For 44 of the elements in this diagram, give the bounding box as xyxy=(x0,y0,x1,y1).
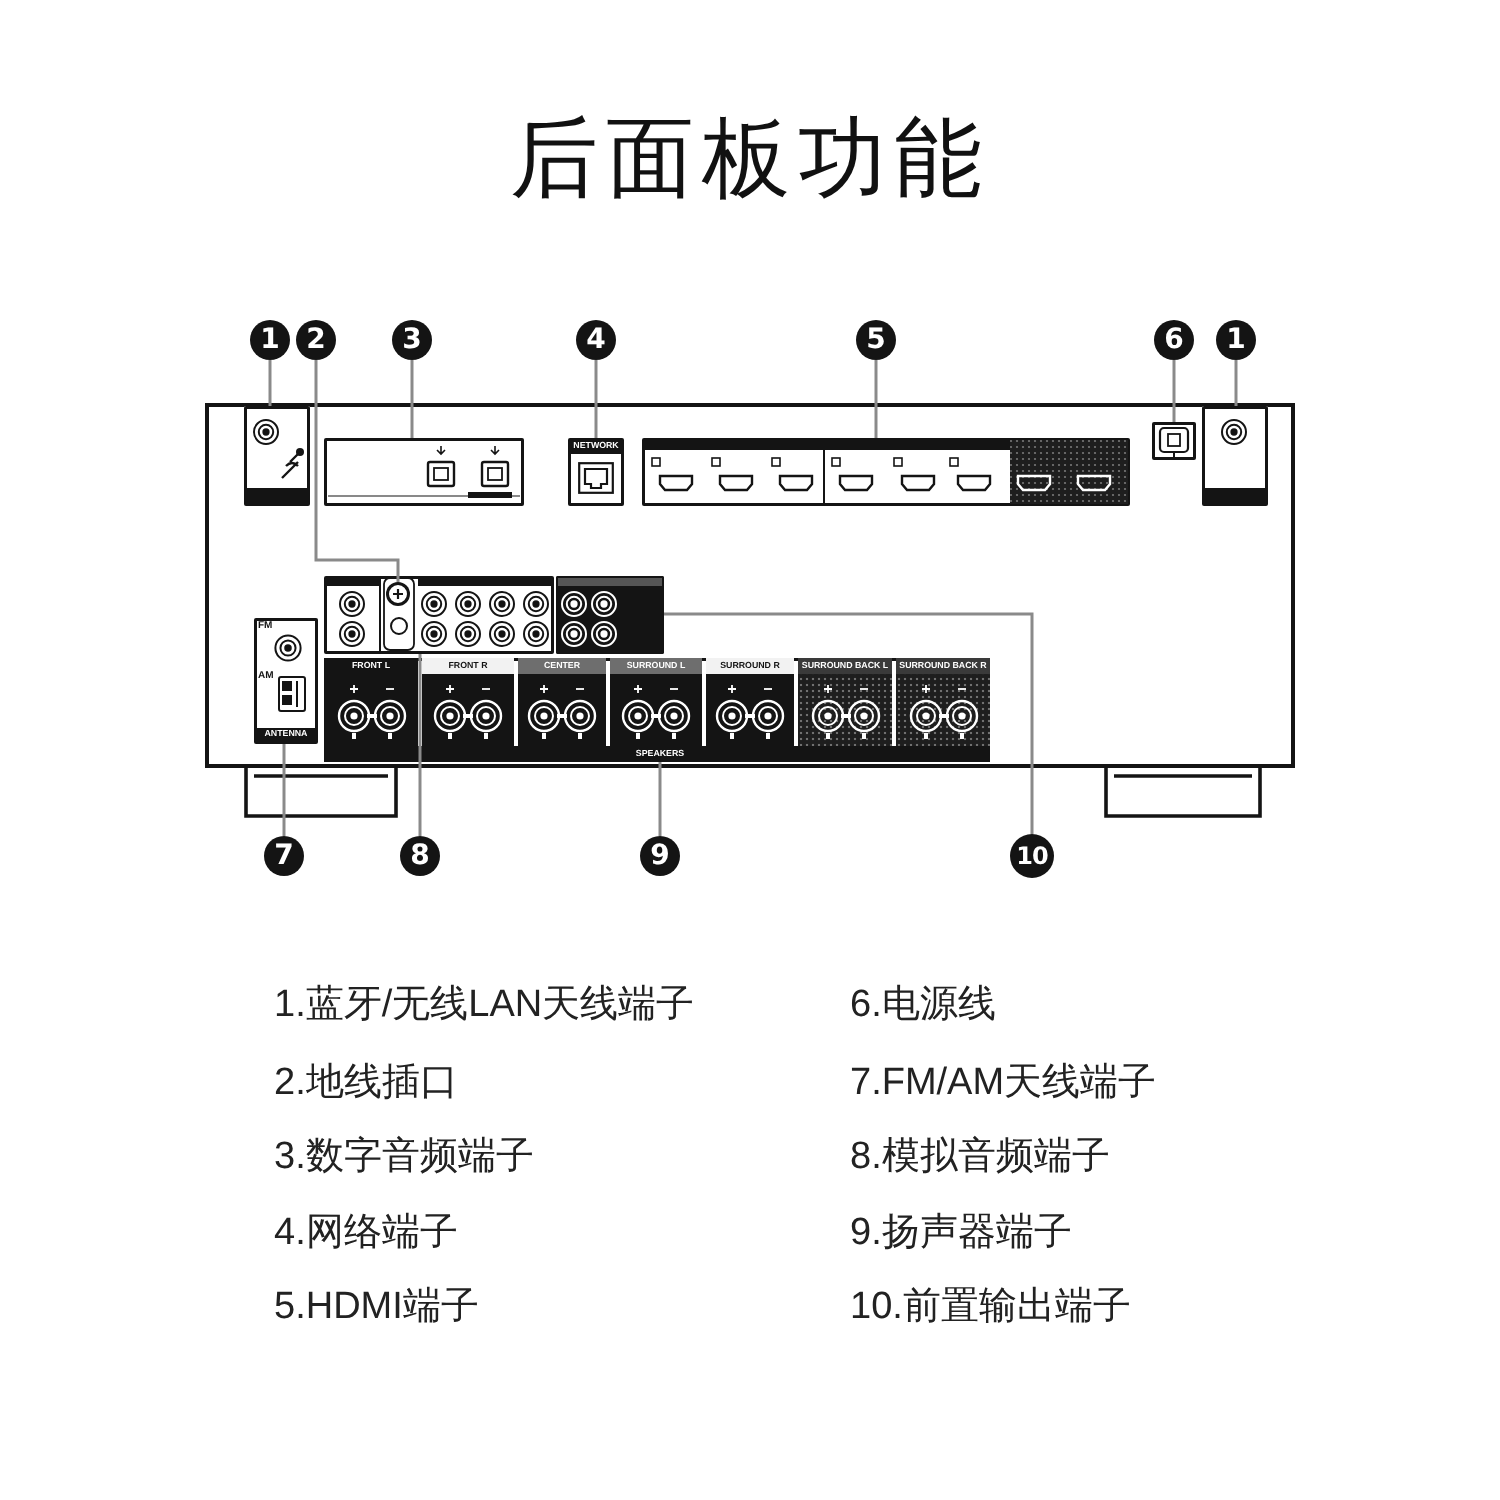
callout-number: 8 xyxy=(400,836,440,876)
leader-line xyxy=(314,360,400,582)
power-inlet xyxy=(1152,422,1196,460)
antenna-terminal xyxy=(244,406,310,506)
part-list-item: 1.蓝牙/无线LAN天线端子 xyxy=(274,982,695,1030)
antenna-terminal-panel xyxy=(254,618,318,744)
speaker-terminal-panel xyxy=(324,658,990,762)
callout-number: 4 xyxy=(576,320,616,360)
part-list-item: 4.网络端子 xyxy=(274,1210,458,1258)
callout-number: 9 xyxy=(640,836,680,876)
callout-number: 7 xyxy=(264,836,304,876)
ground-terminal xyxy=(386,582,410,606)
leader-line xyxy=(1172,360,1176,422)
leader-line xyxy=(658,762,662,836)
part-list-item: 2.地线插口 xyxy=(274,1060,458,1108)
part-list-item: 6.电源线 xyxy=(850,982,996,1030)
callout-number: 3 xyxy=(392,320,432,360)
antenna-terminal xyxy=(1202,406,1268,506)
callout-number: 2 xyxy=(296,320,336,360)
network-terminal xyxy=(568,438,624,506)
leader-line xyxy=(594,360,598,438)
part-list-item: 10.前置输出端子 xyxy=(850,1284,1131,1332)
callout-number: 10 xyxy=(1010,834,1054,878)
part-list-item: 3.数字音频端子 xyxy=(274,1134,534,1182)
callout-number: 1 xyxy=(1216,320,1256,360)
hdmi-terminal-panel xyxy=(642,438,1130,506)
leader-line xyxy=(418,654,422,836)
part-list-item: 5.HDMI端子 xyxy=(274,1284,479,1332)
analog-audio-terminal-panel xyxy=(324,576,554,654)
callout-number: 1 xyxy=(250,320,290,360)
part-list-item: 8.模拟音频端子 xyxy=(850,1134,1110,1182)
leader-line xyxy=(1234,360,1238,406)
leader-line xyxy=(268,360,272,406)
leader-line xyxy=(874,360,878,438)
leader-line xyxy=(664,612,1034,834)
pre-out-terminal-panel xyxy=(556,576,664,654)
leader-line xyxy=(282,744,286,836)
digital-audio-terminal xyxy=(324,438,524,506)
callout-number: 5 xyxy=(856,320,896,360)
part-list-item: 9.扬声器端子 xyxy=(850,1210,1072,1258)
part-list-item: 7.FM/AM天线端子 xyxy=(850,1060,1157,1108)
page-title: 后面板功能 xyxy=(510,112,990,209)
callout-number: 6 xyxy=(1154,320,1194,360)
leader-line xyxy=(410,360,414,438)
